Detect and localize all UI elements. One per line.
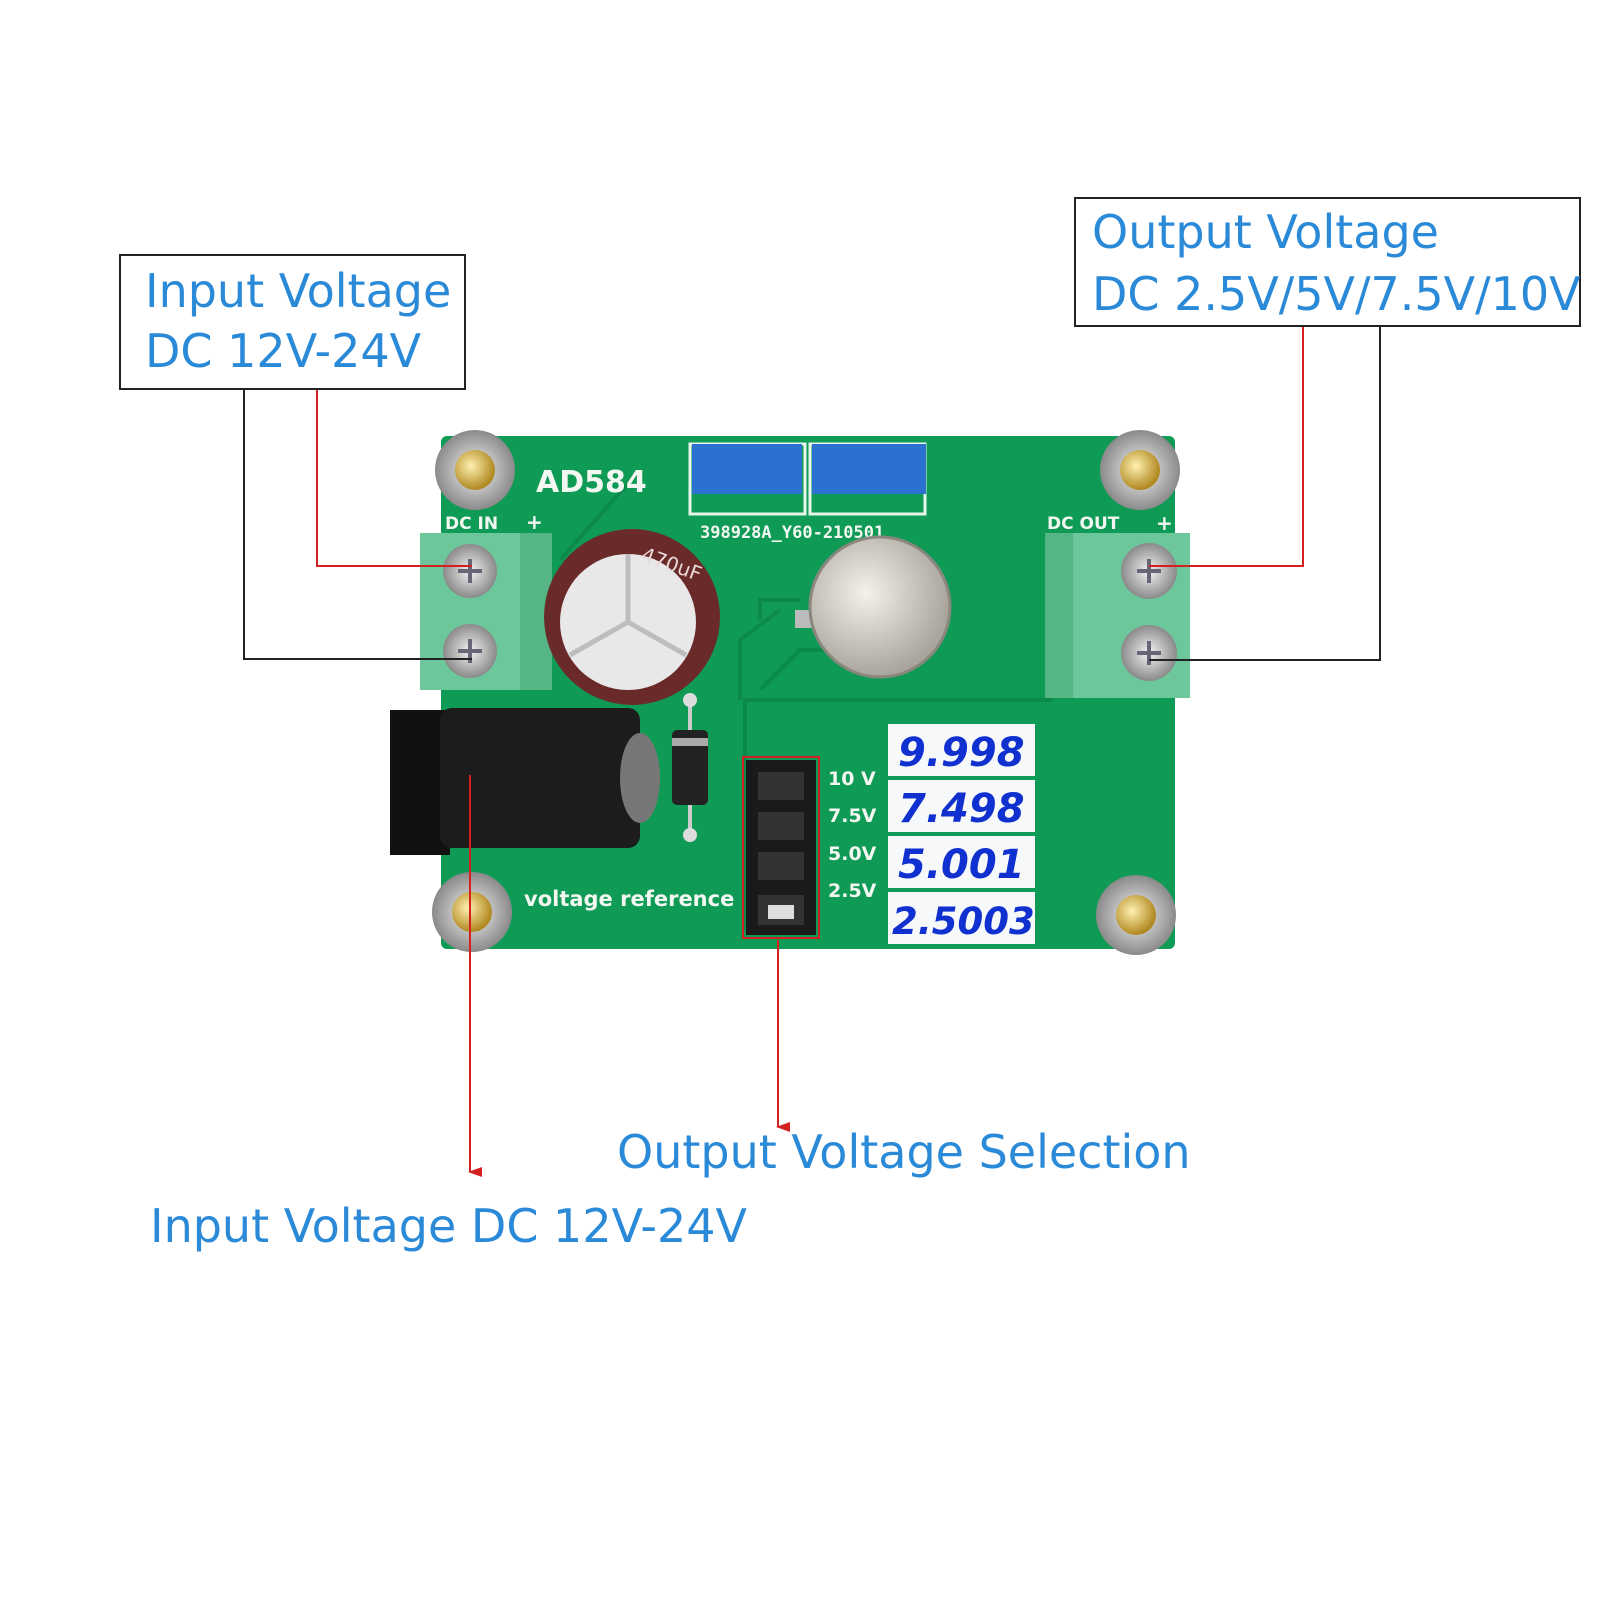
jumper-label-5v: 5.0V — [828, 843, 877, 865]
voltage-jumper-header[interactable] — [746, 760, 816, 935]
mounting-screw — [1096, 875, 1176, 955]
measured-7.5v: 7.498 — [898, 786, 1025, 832]
mounting-screw — [432, 872, 512, 952]
measured-2.5v: 2.5003 — [892, 900, 1035, 943]
electrolytic-capacitor: 470uF — [544, 529, 720, 705]
pcb-board: AD584 398928A_Y60-210501 DC IN + DC OUT … — [390, 430, 1190, 955]
output-terminal-block[interactable] — [1045, 533, 1190, 698]
board-title: AD584 — [536, 465, 647, 500]
input-positive-leader — [316, 389, 472, 567]
measured-10v: 9.998 — [898, 730, 1025, 776]
input-voltage-callout: Input Voltage DC 12V-24V — [119, 254, 466, 390]
output-callout-line1: Output Voltage — [1092, 205, 1439, 259]
input-callout-line1: Input Voltage — [145, 264, 451, 318]
dc-in-label: DC IN — [445, 514, 498, 534]
jumper-label-2.5v: 2.5V — [828, 880, 877, 902]
input-terminal-block[interactable] — [420, 533, 552, 690]
output-negative-leader — [1149, 326, 1381, 661]
mounting-screw — [1100, 430, 1180, 510]
input-negative-leader — [243, 389, 472, 660]
measured-values: 9.998 7.498 5.001 2.5003 — [888, 724, 1035, 944]
jumper-label-7.5v: 7.5V — [828, 805, 877, 827]
dc-in-plus: + — [526, 510, 543, 534]
measured-5v: 5.001 — [898, 842, 1025, 888]
leader-lines — [243, 326, 1381, 1177]
board-footer: voltage reference — [524, 887, 734, 911]
trimmer-potentiometer[interactable] — [812, 444, 926, 494]
jumper-label-10v: 10 V — [828, 768, 876, 790]
dc-out-plus: + — [1156, 511, 1173, 535]
dc-out-label: DC OUT — [1047, 514, 1120, 534]
input-callout-line2: DC 12V-24V — [145, 324, 422, 378]
part-number: 398928A_Y60-210501 — [700, 523, 884, 543]
jumper-highlight — [742, 756, 820, 939]
dc-power-jack[interactable] — [390, 708, 660, 855]
jumper-cap[interactable] — [768, 905, 794, 919]
output-positive-leader — [1149, 326, 1304, 567]
ad584-chip — [795, 535, 952, 679]
diode — [672, 693, 708, 842]
input-jack-caption: Input Voltage DC 12V-24V — [150, 1199, 747, 1253]
output-selection-caption: Output Voltage Selection — [617, 1125, 1191, 1179]
output-callout-line2: DC 2.5V/5V/7.5V/10V — [1092, 267, 1581, 321]
trimmer-potentiometer[interactable] — [692, 444, 802, 494]
output-voltage-callout: Output Voltage DC 2.5V/5V/7.5V/10V — [1074, 197, 1581, 327]
mounting-screw — [435, 430, 515, 510]
